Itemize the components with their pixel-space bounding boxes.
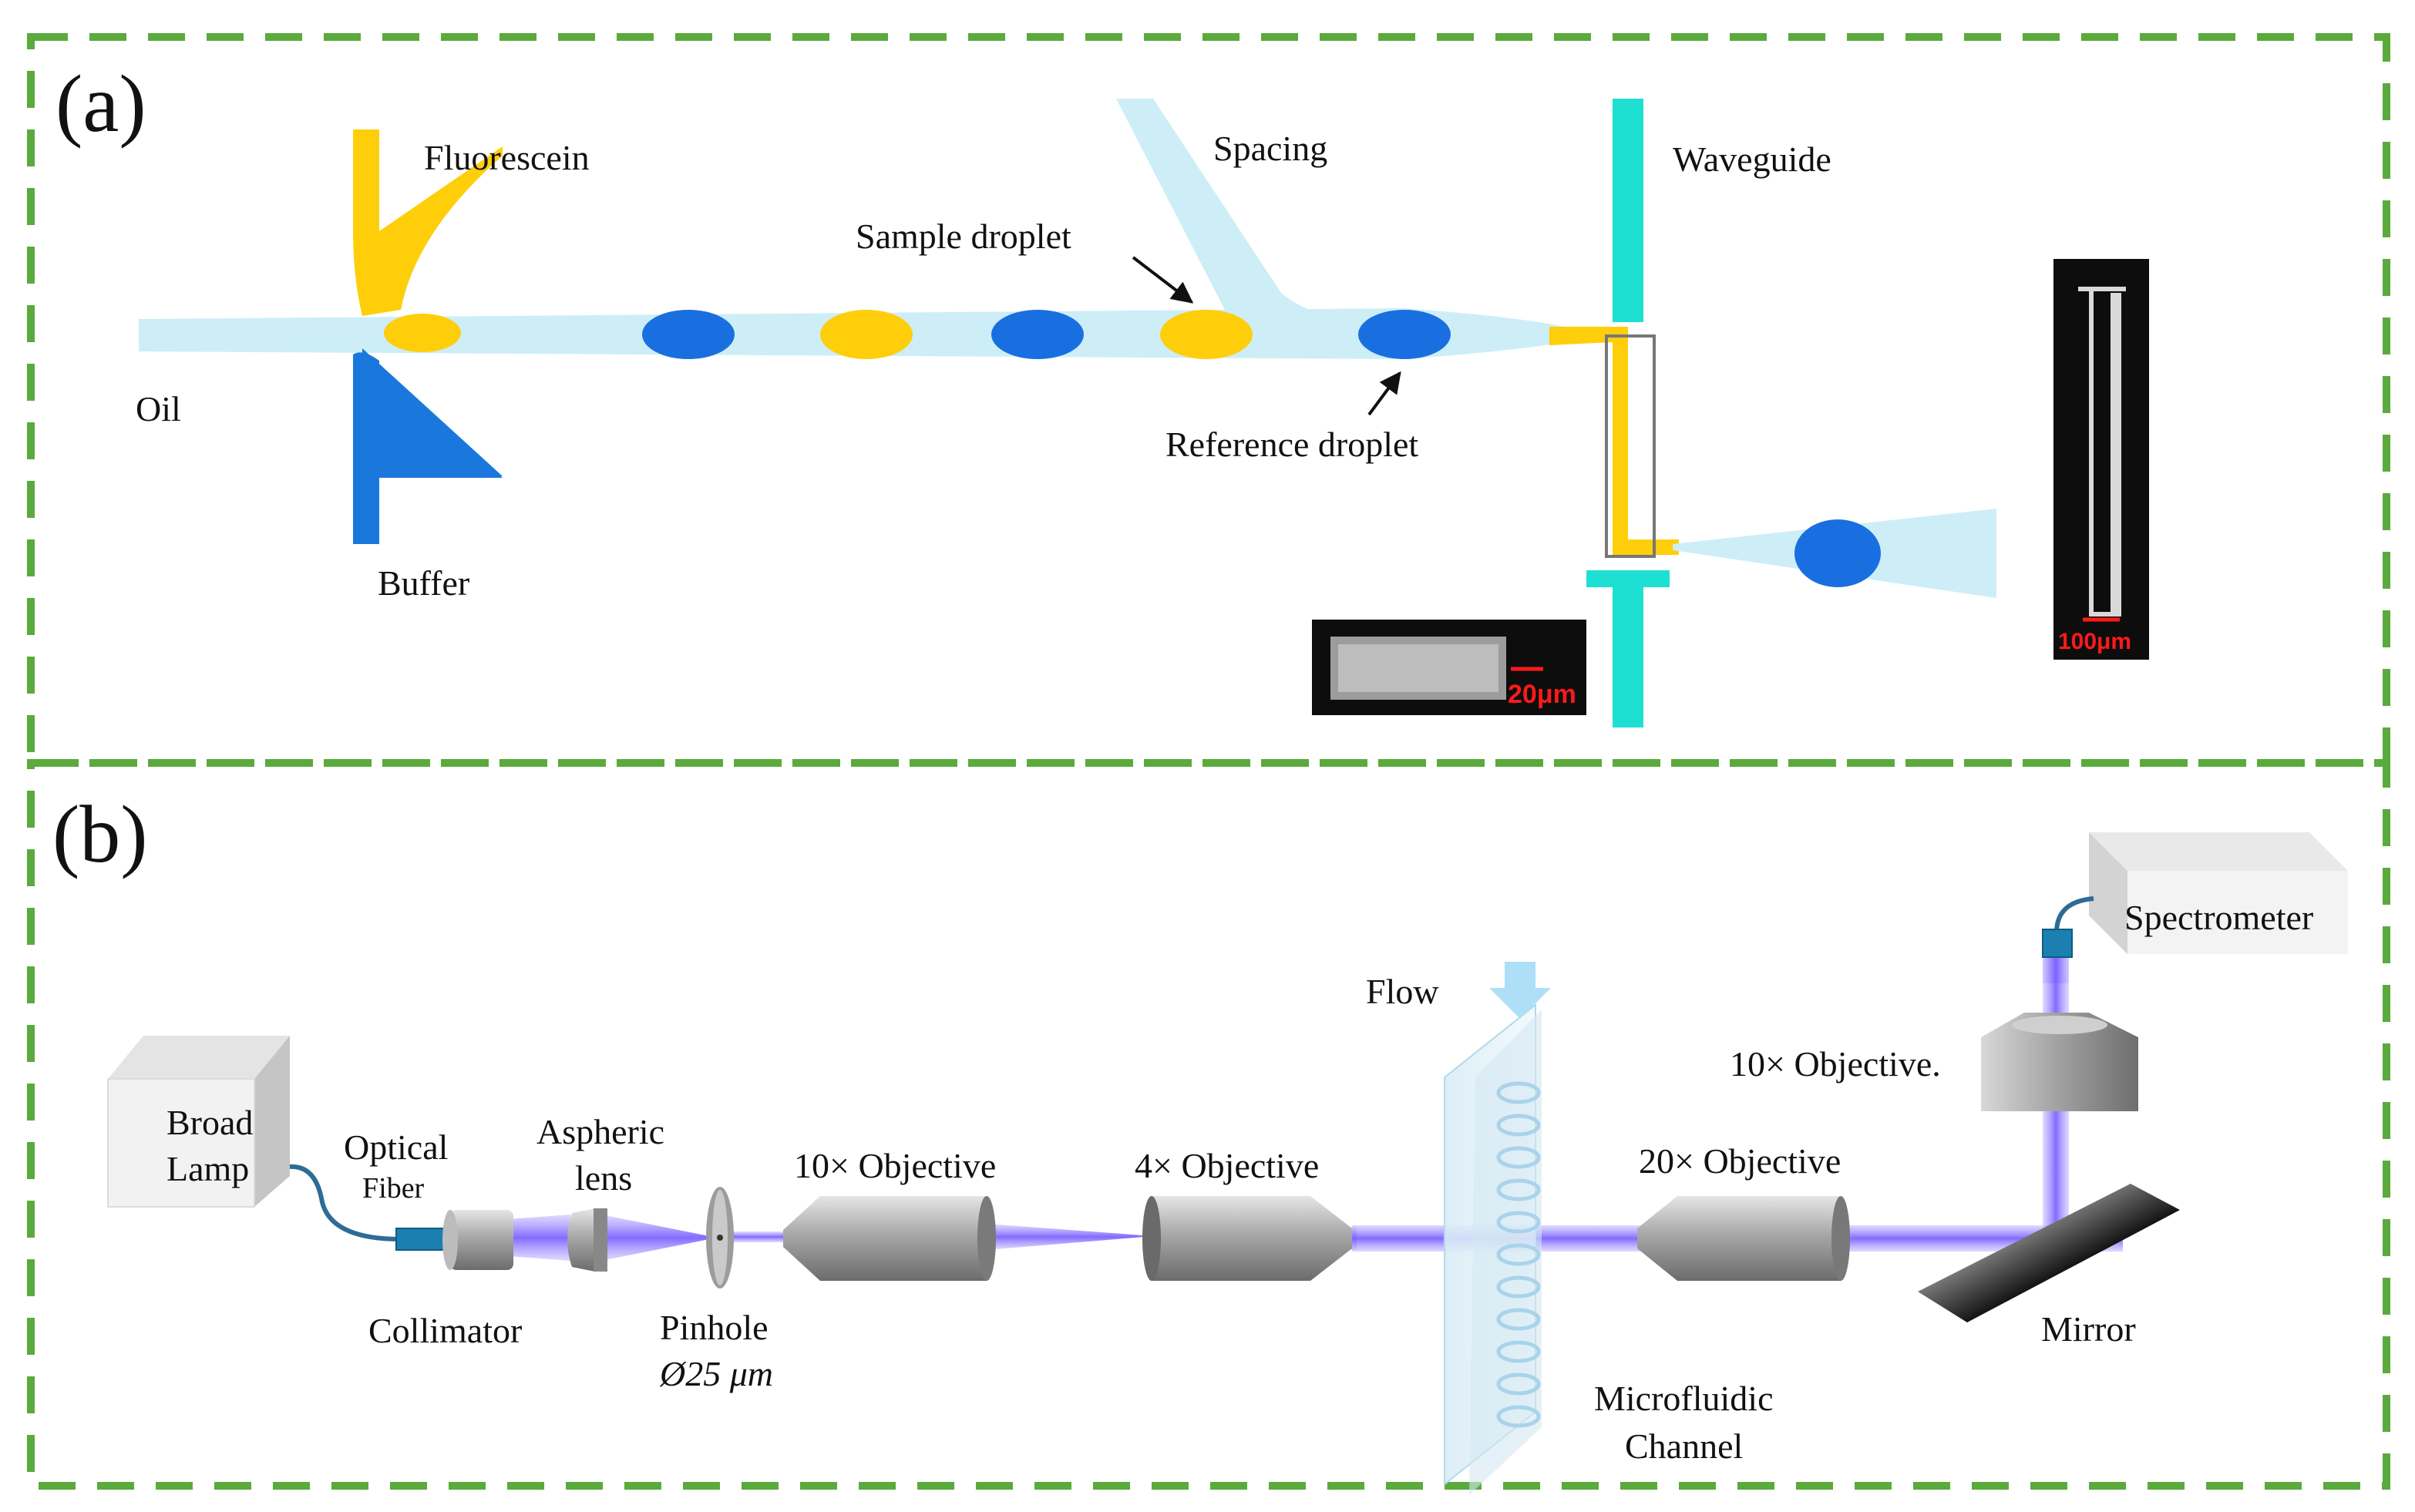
reference-droplet-3 — [1358, 310, 1451, 359]
label-spectrometer: Spectrometer — [2124, 898, 2313, 937]
scale-100um: 100μm — [2058, 629, 2131, 654]
detection-window — [1605, 334, 1656, 558]
flow-arrow-icon — [1489, 962, 1551, 1019]
label-broad-lamp-2: Lamp — [166, 1149, 249, 1188]
label-objective-10x-first: 10× Objective — [794, 1146, 996, 1185]
objective-10x-first — [783, 1196, 996, 1281]
micrograph-inset-large: 100μm — [2053, 259, 2149, 660]
reference-droplet-1 — [642, 310, 735, 359]
microfluidic-chip — [1444, 1003, 1542, 1495]
label-optical: Optical — [344, 1127, 448, 1167]
chip-droplets — [1496, 1081, 1541, 1428]
sample-droplet-2 — [1160, 310, 1253, 359]
reference-droplet-arrow — [1367, 371, 1401, 416]
waveguide-top — [1613, 99, 1643, 322]
label-buffer: Buffer — [378, 563, 469, 603]
label-lens: lens — [575, 1158, 632, 1198]
spectrometer-connector — [2042, 929, 2073, 958]
label-pinhole: Pinhole — [660, 1308, 769, 1347]
forming-droplet — [384, 314, 461, 352]
broad-lamp: Broad Lamp — [107, 1036, 290, 1208]
label-fiber: Fiber — [362, 1172, 425, 1205]
scale-20um: 20μm — [1508, 680, 1576, 709]
label-broad-lamp-1: Broad — [166, 1103, 253, 1142]
waveguide-flange — [1586, 570, 1670, 587]
label-mirror: Mirror — [2041, 1309, 2136, 1349]
label-objective-4x: 4× Objective — [1135, 1146, 1319, 1185]
label-collimator: Collimator — [368, 1311, 522, 1350]
label-fluorescein: Fluorescein — [424, 138, 590, 177]
label-aspheric: Aspheric — [536, 1112, 664, 1151]
fiber-connector — [395, 1228, 451, 1251]
panel-b-tag: (b) — [52, 789, 148, 879]
label-microfluidic: Microfluidic — [1594, 1379, 1774, 1418]
reference-droplet-2 — [991, 310, 1084, 359]
label-flow: Flow — [1366, 972, 1439, 1011]
fluorescein-inlet — [353, 129, 503, 316]
spacing-inlet — [1116, 99, 1364, 339]
label-sample-droplet: Sample droplet — [856, 217, 1071, 256]
objective-4x — [1142, 1196, 1352, 1281]
buffer-wedge — [362, 348, 503, 476]
label-spacing: Spacing — [1213, 129, 1327, 168]
waveguide-bottom — [1613, 570, 1643, 727]
panel-b-frame — [27, 759, 2390, 1490]
objective-20x — [1637, 1196, 1850, 1281]
panel-a-tag: (a) — [55, 59, 146, 149]
label-waveguide: Waveguide — [1673, 139, 1831, 179]
spectrometer: Spectrometer — [2089, 832, 2348, 954]
sample-droplet-arrow — [1132, 256, 1194, 304]
pinhole — [706, 1187, 734, 1289]
spectrometer-cable — [2054, 896, 2094, 933]
optical-fiber — [289, 1164, 402, 1242]
panel-a-frame — [27, 33, 2390, 767]
label-oil: Oil — [136, 389, 181, 428]
collimator — [442, 1210, 513, 1270]
label-reference-droplet: Reference droplet — [1165, 425, 1418, 464]
label-channel: Channel — [1625, 1426, 1743, 1466]
mirror — [1918, 1184, 2180, 1322]
outlet-droplet — [1794, 519, 1881, 587]
objective-10x-second — [1981, 1013, 2138, 1111]
label-objective-20x: 20× Objective — [1639, 1141, 1841, 1181]
aspheric-lens — [567, 1208, 607, 1272]
label-pinhole-size: Ø25 μm — [659, 1354, 773, 1393]
micrograph-inset-small: 20μm — [1312, 620, 1586, 715]
label-objective-10x-second: 10× Objective. — [1730, 1044, 1941, 1084]
sample-droplet-1 — [820, 310, 913, 359]
droplet-generator: Fluorescein Spacing Waveguide Sample dro… — [136, 99, 1996, 727]
detection-stream — [1549, 327, 1679, 555]
